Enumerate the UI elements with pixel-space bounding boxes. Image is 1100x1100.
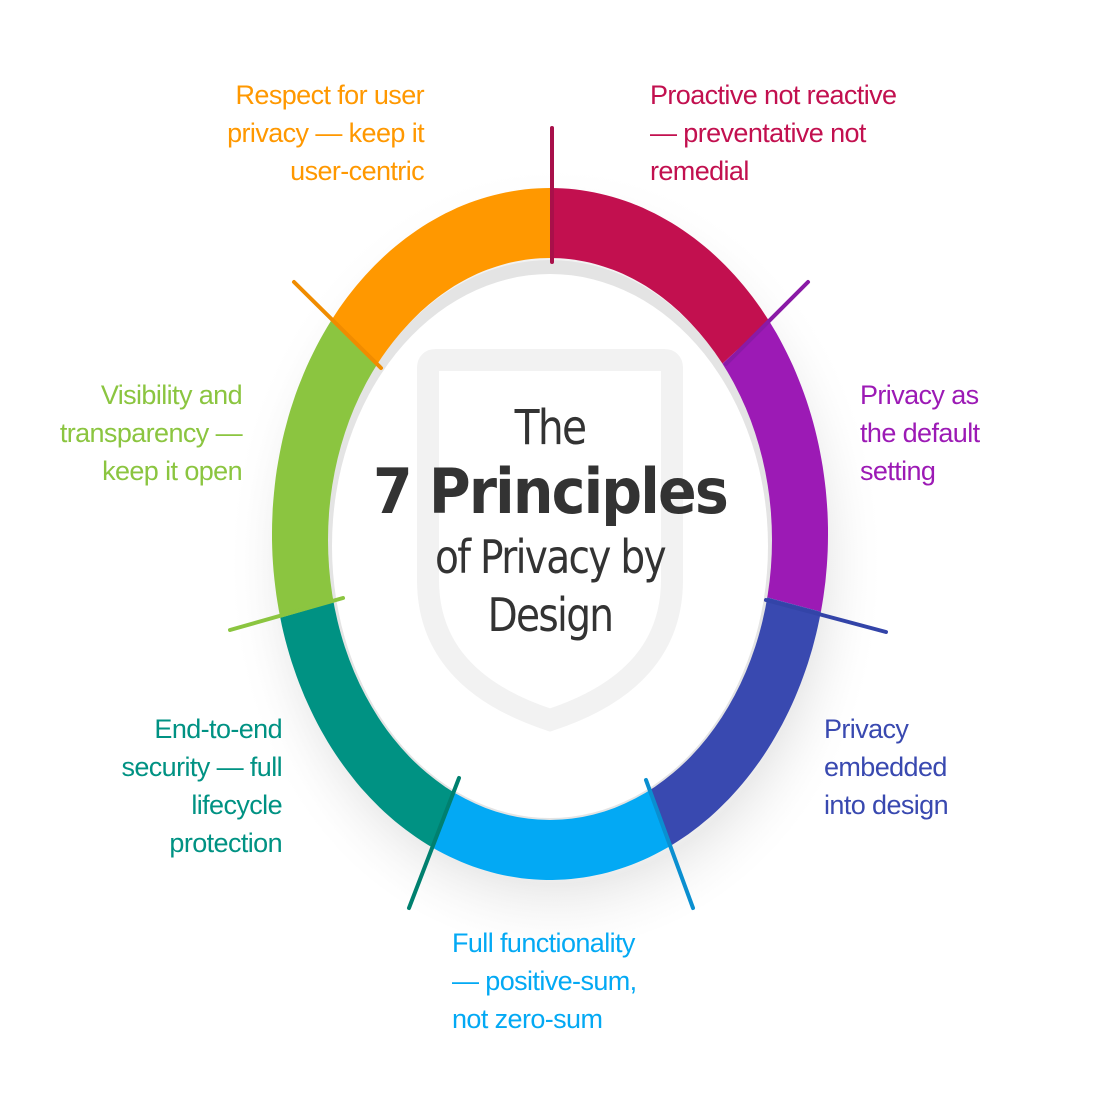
- ring-segment-end-to-end: [280, 600, 458, 848]
- ring-segment-visibility: [272, 321, 379, 618]
- ring-segment-proactive: [550, 188, 770, 365]
- principle-label-visibility: Visibility and transparency — keep it op…: [59, 380, 243, 486]
- principle-label-embedded: Privacy embedded into design: [824, 714, 949, 820]
- divider-tick-default-setting: [724, 280, 810, 366]
- principle-label-proactive: Proactive not reactive — preventative no…: [650, 80, 897, 186]
- title-line-the: The: [514, 400, 587, 456]
- divider-tick-embedded: [764, 598, 888, 634]
- principle-label-full-functionality: Full functionality — positive-sum, not z…: [452, 928, 637, 1034]
- principle-label-default-setting: Privacy as the default setting: [860, 380, 980, 486]
- divider-tick-full-functionality: [644, 778, 695, 910]
- title-block: The 7 Principles of Privacy by Design: [330, 400, 770, 644]
- principle-label-end-to-end: End-to-end security — full lifecycle pro…: [121, 714, 282, 858]
- divider-tick-end-to-end: [407, 776, 461, 910]
- title-line-principles: 7 Principles: [373, 455, 729, 528]
- principle-label-user-centric: Respect for user privacy — keep it user-…: [227, 80, 424, 186]
- divider-tick-user-centric: [292, 280, 383, 370]
- shield-icon: [417, 349, 683, 732]
- title-line-design: Design: [487, 588, 615, 642]
- ring-inner-white: [332, 274, 768, 818]
- ring-segment-embedded: [645, 596, 821, 845]
- ring-segment-user-centric: [330, 188, 550, 365]
- ring-segment-default-setting: [721, 321, 828, 612]
- divider-tick-visibility: [228, 596, 345, 632]
- title-line-of-privacy: of Privacy by: [435, 530, 667, 584]
